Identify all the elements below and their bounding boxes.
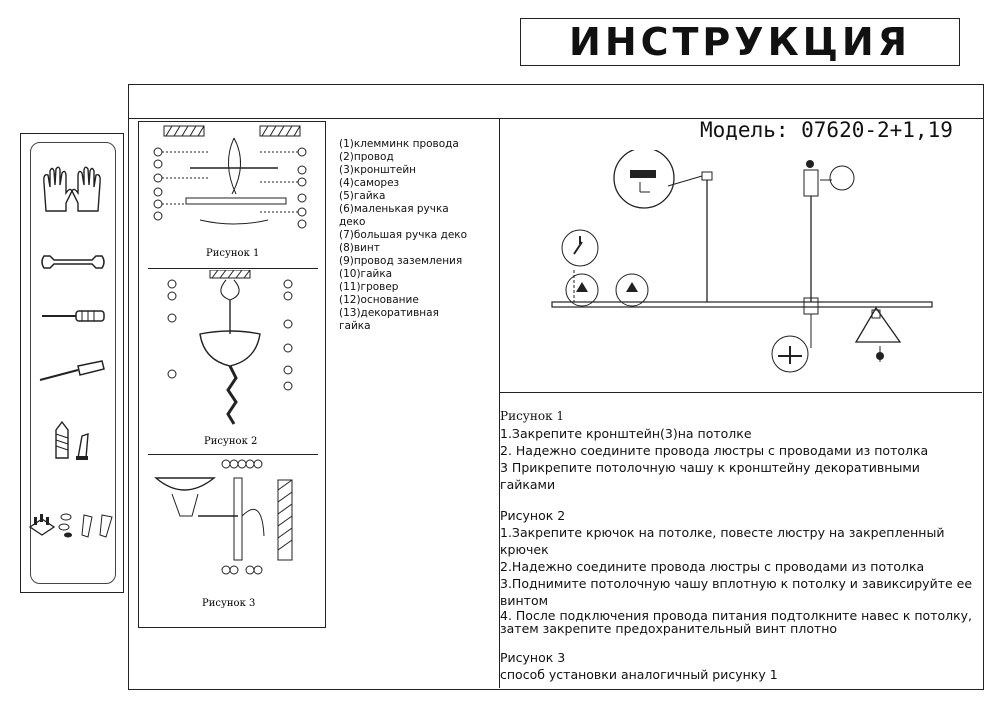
model-number: Модель: 07620-2+1,19: [700, 118, 953, 142]
tools-panel: [20, 133, 124, 593]
instruction-step: 4. После подключения провода питания под…: [500, 608, 973, 636]
instruction-step: способ установки аналогичный рисунку 1: [500, 667, 778, 682]
figure-1-diagram: Рисунок 1: [153, 125, 307, 259]
figure-divider: [148, 454, 318, 455]
instruction-step: 2.Надежно соедините провода люстры с про…: [500, 559, 925, 574]
section-heading: Рисунок 1: [500, 409, 565, 423]
instruction-step: 1.Закрепите крючок на потолке, повесте л…: [500, 525, 945, 557]
wrench-icon: [41, 255, 105, 269]
figure-2-diagram: Рисунок 2: [167, 270, 293, 447]
list-item: (8)винт: [339, 242, 380, 254]
instruction-step: 3.Поднимите потолочную чашу вплотную к п…: [500, 576, 973, 608]
section-heading: Рисунок 2: [500, 508, 566, 523]
figure-3-diagram: Рисунок 3: [154, 459, 293, 609]
lamp-product-drawing: [551, 150, 933, 373]
list-item: (12)основание: [339, 294, 419, 306]
figure-3-caption: Рисунок 3: [202, 598, 255, 609]
list-item: (7)большая ручка деко: [339, 229, 468, 241]
instruction-step: 2. Надежно соедините провода люстры с пр…: [500, 443, 929, 458]
list-item: (4)саморез: [339, 177, 400, 189]
list-item: (3)кронштейн: [339, 164, 417, 176]
frame-header-divider: [128, 118, 984, 119]
list-item: (2)провод: [339, 151, 394, 163]
document-title: ИНСТРУКЦИЯ: [520, 18, 960, 66]
gloves-icon: [43, 166, 101, 212]
list-item: (5)гайка: [339, 190, 386, 202]
main-frame: [128, 84, 984, 690]
figure-divider: [148, 268, 318, 269]
list-item: (10)гайка: [339, 268, 393, 280]
anchor-screw-icon: [55, 420, 89, 460]
right-section-divider: [499, 392, 982, 393]
section-heading: Рисунок 3: [500, 650, 566, 665]
installation-instructions: Рисунок 1 1.Закрепите кронштейн(3)на пот…: [500, 408, 978, 683]
instruction-step: 1.Закрепите кронштейн(3)на потолке: [500, 426, 752, 441]
list-item: (13)декоративная: [339, 307, 439, 319]
screwdriver-flat-icon: [42, 310, 105, 322]
figure-1-caption: Рисунок 1: [206, 248, 259, 259]
figure-2-caption: Рисунок 2: [204, 436, 257, 447]
terminal-parts-icon: [28, 513, 113, 538]
column-divider: [499, 118, 500, 688]
list-item: (6)маленькая ручка: [339, 203, 449, 215]
list-item: деко: [339, 216, 366, 228]
list-item: (11)гровер: [339, 281, 399, 293]
screwdriver-phillips-icon: [39, 360, 105, 381]
instruction-step: 3 Прикрепите потолочную чашу к кронштейн…: [500, 460, 920, 492]
list-item: гайка: [339, 320, 371, 332]
figures-panel: [138, 121, 326, 628]
parts-list: (1)клемминк провода (2)провод (3)кронште…: [339, 138, 467, 333]
tools-panel-inner: [30, 142, 116, 584]
list-item: (9)провод заземления: [339, 255, 463, 267]
list-item: (1)клемминк провода: [339, 138, 459, 150]
